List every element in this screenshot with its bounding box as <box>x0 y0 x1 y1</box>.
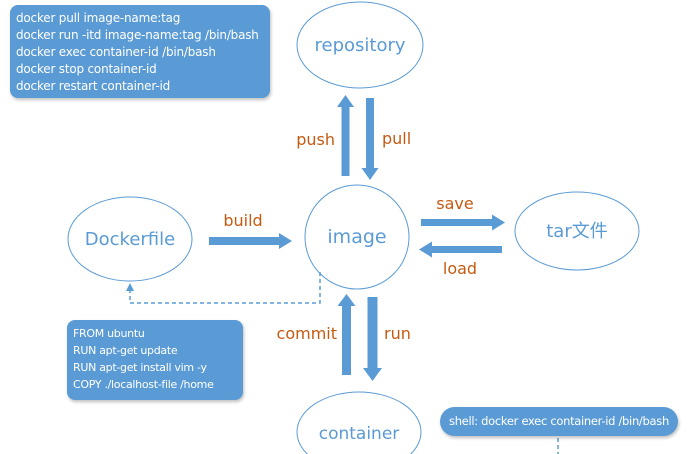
repository-ellipse <box>296 1 424 89</box>
dockerfile-label: Dockerfile <box>85 229 175 250</box>
tar-label: tar文件 <box>546 221 608 242</box>
node-tar: tar文件 <box>514 191 640 271</box>
dockerfile-line: RUN apt-get update <box>73 344 178 357</box>
pull-arrow <box>361 98 379 180</box>
repository-label: repository <box>314 35 405 56</box>
command-line: docker restart container-id <box>16 79 170 93</box>
dockerfile-content-note: FROM ubuntu RUN apt-get update RUN apt-g… <box>67 320 243 400</box>
command-line: docker run -itd image-name:tag /bin/bash <box>16 28 259 42</box>
dockerfile-line: FROM ubuntu <box>73 327 145 340</box>
image-circle <box>304 184 410 290</box>
image-label: image <box>327 226 386 248</box>
push-label: push <box>296 130 335 149</box>
dockerfile-feedback-connector <box>129 272 321 304</box>
container-ellipse <box>296 391 422 454</box>
dockerfile-line: COPY ./localhost-file /home <box>73 378 214 391</box>
build-arrow <box>209 233 292 249</box>
shell-command-note: shell: docker exec container-id /bin/bas… <box>440 407 678 436</box>
push-arrow <box>337 95 354 176</box>
dockerfile-line: RUN apt-get install vim -y <box>73 361 207 374</box>
node-container: container <box>296 391 422 454</box>
run-label: run <box>384 324 411 343</box>
dockerfile-feedback-arrowhead <box>126 283 134 291</box>
dockerfile-ellipse <box>67 196 193 282</box>
save-arrow <box>421 214 505 231</box>
command-line: docker pull image-name:tag <box>16 11 181 25</box>
load-arrow <box>419 241 502 258</box>
pull-label: pull <box>382 129 411 148</box>
tar-ellipse <box>514 191 640 271</box>
node-image: image <box>304 184 410 290</box>
load-label: load <box>443 259 477 278</box>
container-label: container <box>319 424 400 444</box>
commit-label: commit <box>277 324 337 343</box>
command-line: docker stop container-id <box>16 62 157 76</box>
commit-arrow <box>337 294 356 375</box>
build-label: build <box>223 211 262 230</box>
shell-command-text: shell: docker exec container-id /bin/bas… <box>449 414 669 428</box>
run-arrow <box>363 297 382 381</box>
command-line: docker exec container-id /bin/bash <box>16 45 216 59</box>
node-repository: repository <box>296 1 424 89</box>
docker-commands-note: docker pull image-name:tag docker run -i… <box>10 5 270 98</box>
save-label: save <box>436 194 473 213</box>
node-dockerfile: Dockerfile <box>67 196 193 282</box>
